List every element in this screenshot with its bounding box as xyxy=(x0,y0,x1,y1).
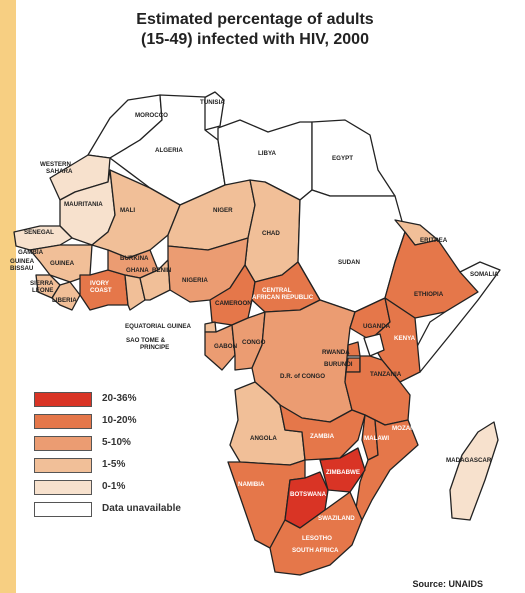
label-sierra-leone-2: LEONE xyxy=(32,287,53,294)
label-libya: LIBYA xyxy=(258,150,277,157)
label-madagascar: MADAGASCAR xyxy=(446,457,492,464)
label-malawi: MALAWI xyxy=(364,435,389,442)
label-ivory-coast-1: IVORY xyxy=(90,280,110,287)
legend-label: 1-5% xyxy=(102,459,126,470)
legend-item: 1-5% xyxy=(34,458,234,480)
label-namibia: NAMIBIA xyxy=(238,481,265,488)
label-niger: NIGER xyxy=(213,207,233,214)
label-zambia: ZAMBIA xyxy=(310,433,335,440)
label-western-sahara-2: SAHARA xyxy=(46,168,73,175)
legend-swatch xyxy=(34,458,92,473)
label-egypt: EGYPT xyxy=(332,155,353,162)
map-legend: 20-36% 10-20% 5-10% 1-5% 0-1% Data unava… xyxy=(34,392,234,524)
label-kenya: KENYA xyxy=(394,335,416,342)
legend-swatch xyxy=(34,392,92,407)
label-mauritania: MAURITANIA xyxy=(64,201,103,208)
legend-swatch xyxy=(34,502,92,517)
label-cameroon: CAMEROON xyxy=(215,300,252,307)
legend-item: 10-20% xyxy=(34,414,234,436)
country-rwanda xyxy=(347,341,361,357)
source-credit: Source: UNAIDS xyxy=(412,579,483,589)
country-equatorial-guinea xyxy=(204,321,217,333)
legend-item: 0-1% xyxy=(34,480,234,502)
label-zimbabwe: ZIMBABWE xyxy=(326,469,360,476)
label-chad: CHAD xyxy=(262,230,280,237)
label-benin: BENIN xyxy=(152,267,172,274)
label-gabon: GABON xyxy=(214,343,238,350)
legend-label: 5-10% xyxy=(102,437,131,448)
label-equatorial-guinea: EQUATORIAL GUINEA xyxy=(125,323,192,330)
label-burkina: BURKINA xyxy=(120,255,149,262)
page-edge-stripe xyxy=(0,0,16,593)
country-madagascar xyxy=(449,421,499,521)
legend-swatch xyxy=(34,480,92,495)
label-sudan: SUDAN xyxy=(338,259,361,266)
legend-label: 0-1% xyxy=(102,481,126,492)
label-eritrea: ERITREA xyxy=(420,237,448,244)
label-guinea-bissau-2: BISSAU xyxy=(10,265,34,272)
legend-label: 10-20% xyxy=(102,415,137,426)
label-tanzania: TANZANIA xyxy=(370,371,402,378)
label-gambia: GAMBIA xyxy=(18,249,44,256)
legend-item: 20-36% xyxy=(34,392,234,414)
legend-item: 5-10% xyxy=(34,436,234,458)
label-ivory-coast-2: COAST xyxy=(90,287,112,294)
label-sao-tome-2: PRINCIPE xyxy=(140,344,169,351)
label-rwanda: RWANDA xyxy=(322,349,350,356)
label-guinea-bissau-1: GUINEA xyxy=(10,258,35,265)
legend-label: Data unavailable xyxy=(102,503,181,514)
label-guinea: GUINEA xyxy=(50,260,75,267)
label-sierra-leone-1: SIERRA xyxy=(30,280,54,287)
country-zambia xyxy=(279,404,366,461)
label-ethiopia: ETHIOPIA xyxy=(414,291,444,298)
label-angola: ANGOLA xyxy=(250,435,277,442)
legend-item: Data unavailable xyxy=(34,502,234,524)
country-lake-victoria xyxy=(363,333,385,357)
label-uganda: UGANDA xyxy=(363,323,391,330)
label-western-sahara-1: WESTERN xyxy=(40,161,71,168)
country-ghana xyxy=(124,274,146,311)
label-mali: MALI xyxy=(120,207,135,214)
label-car-1: CENTRAL xyxy=(262,287,292,294)
label-liberia: LIBERIA xyxy=(52,297,77,304)
map-title: Estimated percentage of adults (15-49) i… xyxy=(70,10,440,50)
label-senegal: SENEGAL xyxy=(24,229,54,236)
legend-swatch xyxy=(34,414,92,429)
map-title-line1: Estimated percentage of adults xyxy=(136,11,374,28)
country-south-africa xyxy=(269,491,363,576)
label-car-2: AFRICAN REPUBLIC xyxy=(252,294,314,301)
label-lesotho: LESOTHO xyxy=(302,535,332,542)
label-nigeria: NIGERIA xyxy=(182,277,208,284)
legend-swatch xyxy=(34,436,92,451)
country-egypt xyxy=(311,119,396,197)
label-algeria: ALGERIA xyxy=(155,147,183,154)
label-swaziland: SWAZILAND xyxy=(318,515,355,522)
legend-label: 20-36% xyxy=(102,393,137,404)
label-sao-tome-1: SAO TOME & xyxy=(126,337,166,344)
label-somalia: SOMALIA xyxy=(470,271,499,278)
label-botswana: BOTSWANA xyxy=(290,491,327,498)
label-morocco: MOROCCO xyxy=(135,112,168,119)
map-title-line2: (15-49) infected with HIV, 2000 xyxy=(141,31,369,48)
label-mozambique: MOZAMBIQUE xyxy=(392,425,435,432)
label-burundi: BURUNDI xyxy=(324,361,353,368)
label-congo: CONGO xyxy=(242,339,266,346)
country-senegal xyxy=(13,225,73,251)
label-drc: D.R. of CONGO xyxy=(280,373,325,380)
label-ghana: GHANA xyxy=(126,267,149,274)
label-south-africa: SOUTH AFRICA xyxy=(292,547,339,554)
label-tunisia: TUNISIA xyxy=(200,99,225,106)
